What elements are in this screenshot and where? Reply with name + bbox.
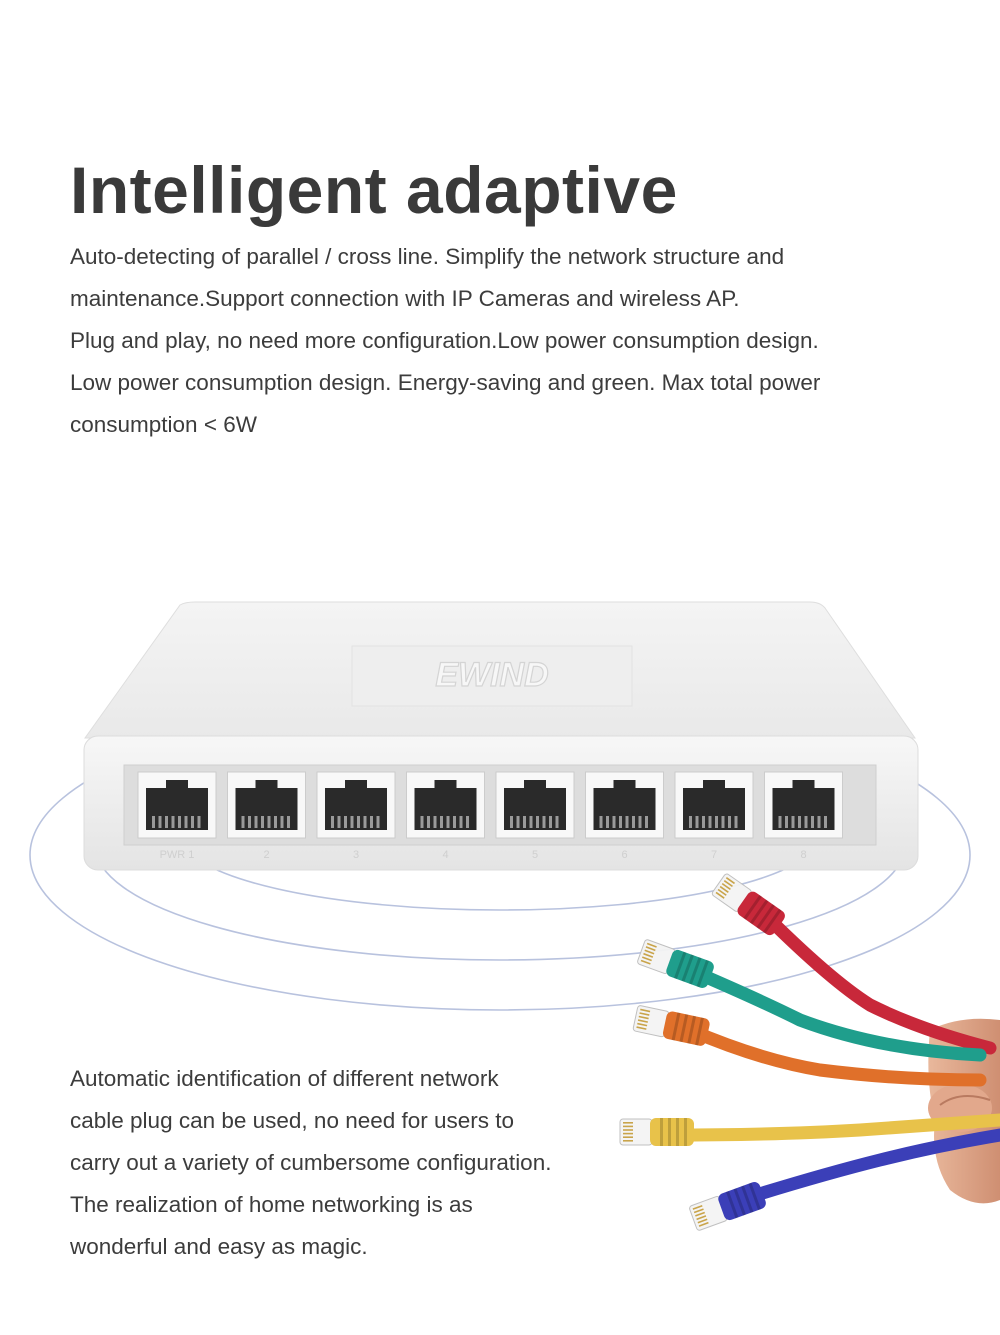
ethernet-port-icon [674,771,754,839]
ethernet-cable-icon [632,1005,987,1087]
port-label: 5 [532,849,538,861]
port-label: 7 [711,849,717,861]
port-label: 6 [621,849,627,861]
ethernet-cable-icon [711,873,997,1055]
intro-line: Low power consumption design. Energy-sav… [70,370,821,395]
rj45-plug-icon [689,1182,766,1231]
port-label: PWR 1 [160,849,195,861]
intro-line: consumption < 6W [70,412,257,437]
rj45-plug-icon [632,1005,710,1046]
network-switch-illustration: EWIND PWR 1 2 3 4 5 6 7 8 [29,601,1000,1231]
ethernet-cable-icon [619,1113,1000,1146]
ethernet-port-icon [137,771,217,839]
ethernet-port-icon [227,771,306,839]
intro-line: Plug and play, no need more configuratio… [70,328,819,353]
rj45-plug-icon [711,873,785,936]
port-label: 8 [800,849,806,861]
port-label: 3 [353,849,359,861]
ethernet-port-icon [316,771,396,839]
headline: Intelligent adaptive [70,153,678,227]
closing-paragraph: Automatic identification of different ne… [70,1058,630,1268]
intro-line: Auto-detecting of parallel / cross line.… [70,244,785,269]
ethernet-port-icon [495,771,575,839]
closing-line: carry out a variety of cumbersome config… [70,1150,552,1175]
ethernet-port-icon [406,771,485,839]
brand-plate [351,645,633,707]
closing-line: cable plug can be used, no need for user… [70,1108,515,1133]
brand-logo-icon: EWIND [435,656,548,694]
port-label: 4 [442,849,448,861]
ethernet-port-icon [585,771,664,839]
closing-line: Automatic identification of different ne… [70,1066,499,1091]
rj45-plug-icon [637,939,714,988]
closing-line: wonderful and easy as magic. [70,1234,368,1259]
intro-line: maintenance.Support connection with IP C… [70,286,740,311]
ethernet-cable-icon [689,1128,1000,1231]
port-row [137,771,843,839]
switch-device: EWIND PWR 1 2 3 4 5 6 7 8 [83,601,919,871]
intro-paragraph: Auto-detecting of parallel / cross line.… [70,236,950,446]
ethernet-cable-icon [637,939,987,1062]
cable-bundle [619,873,1000,1231]
port-label-row: PWR 1 2 3 4 5 6 7 8 [160,849,807,861]
rj45-plug-icon [619,1118,694,1146]
port-label: 2 [263,849,269,861]
ethernet-port-icon [764,771,843,839]
closing-line: The realization of home networking is as [70,1192,473,1217]
